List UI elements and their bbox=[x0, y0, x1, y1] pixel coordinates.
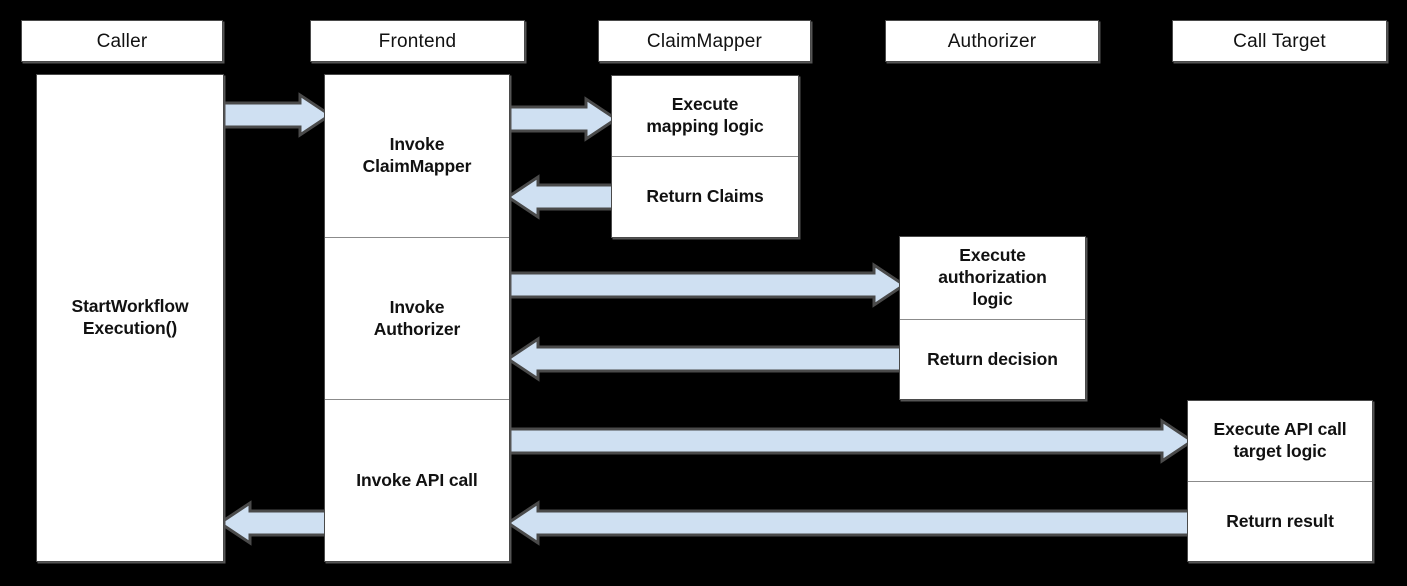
message-arrow-claimmapper-to-frontend bbox=[505, 174, 618, 220]
participant-header-frontend: Frontend bbox=[310, 20, 525, 62]
message-arrow-frontend-to-caller bbox=[217, 500, 330, 546]
activation-cell-calltarget-return-result: Return result bbox=[1188, 481, 1372, 561]
activation-cell-frontend-invoke-api-call: Invoke API call bbox=[325, 399, 509, 561]
activation-label-calltarget-return-result: Return result bbox=[1226, 510, 1334, 531]
message-arrow-frontend-to-claimmapper bbox=[506, 96, 619, 142]
activation-cell-claimmapper-return-claims: Return Claims bbox=[612, 156, 798, 237]
participant-label-authorizer: Authorizer bbox=[947, 30, 1037, 52]
participant-header-caller: Caller bbox=[21, 20, 223, 62]
participant-header-claimmapper: ClaimMapper bbox=[598, 20, 811, 62]
activation-cell-authorizer-return-decision: Return decision bbox=[900, 319, 1085, 399]
participant-label-frontend: Frontend bbox=[378, 30, 457, 52]
message-arrow-frontend-to-calltarget bbox=[506, 418, 1195, 464]
participant-header-authorizer: Authorizer bbox=[885, 20, 1099, 62]
message-arrow-caller-to-frontend bbox=[220, 92, 333, 138]
message-arrow-authorizer-to-frontend bbox=[505, 336, 906, 382]
message-arrow-frontend-to-authorizer bbox=[506, 262, 907, 308]
participant-header-calltarget: Call Target bbox=[1172, 20, 1387, 62]
activation-label-frontend-invoke-api-call: Invoke API call bbox=[356, 469, 478, 490]
participant-label-calltarget: Call Target bbox=[1233, 30, 1326, 52]
message-arrow-calltarget-to-frontend bbox=[505, 500, 1194, 546]
activation-label-authorizer-return-decision: Return decision bbox=[927, 348, 1058, 369]
participant-label-claimmapper: ClaimMapper bbox=[646, 30, 763, 52]
participant-label-caller: Caller bbox=[96, 30, 148, 52]
activation-label-claimmapper-return-claims: Return Claims bbox=[646, 186, 764, 207]
